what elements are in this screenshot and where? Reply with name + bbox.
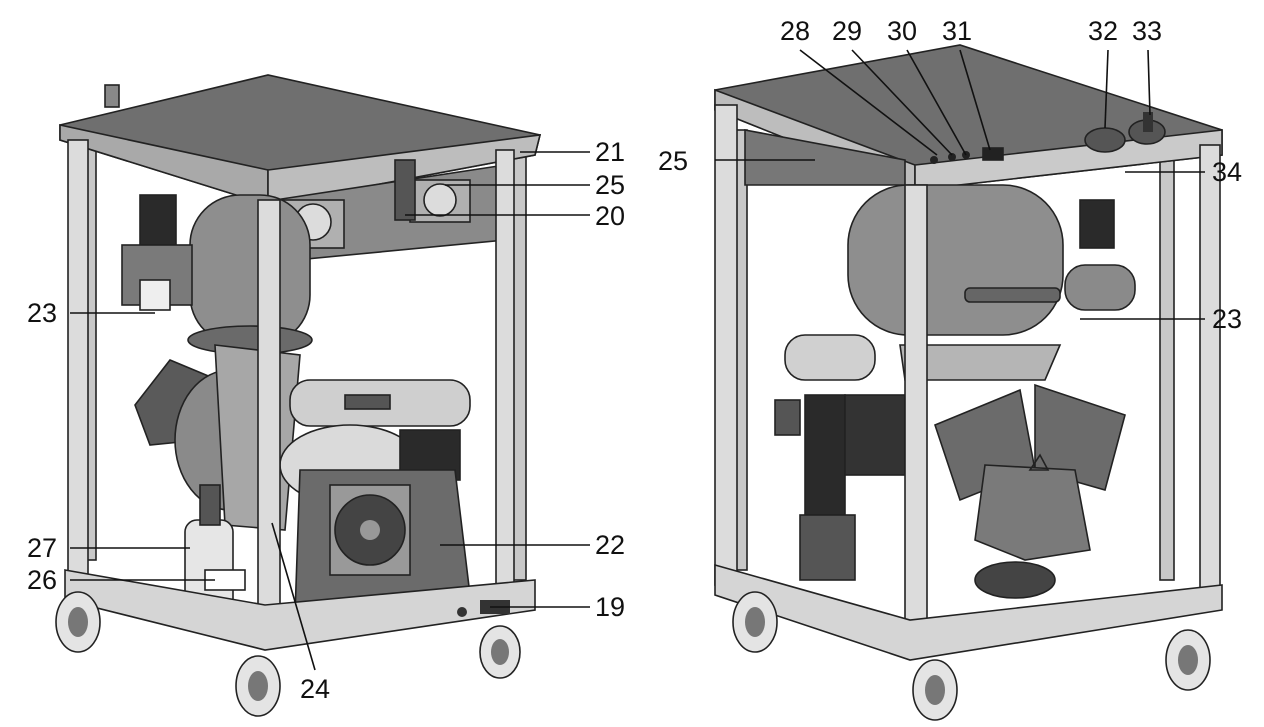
- callout-labels: 21 25 20 23 22 27 26 19 24 28 29 30 31 3…: [27, 16, 1242, 704]
- callout-24: 24: [300, 674, 330, 704]
- callout-33: 33: [1132, 16, 1162, 46]
- callout-27: 27: [27, 533, 57, 563]
- callout-20: 20: [595, 201, 625, 231]
- air-tank-rear: [847, 184, 1064, 336]
- callout-22: 22: [595, 530, 625, 560]
- callout-31: 31: [942, 16, 972, 46]
- callout-26: 26: [27, 565, 57, 595]
- callout-23-left: 23: [27, 298, 57, 328]
- left-unit-view: [55, 74, 542, 717]
- air-tank: [189, 194, 311, 346]
- callout-23-right: 23: [1212, 304, 1242, 334]
- callout-21: 21: [595, 137, 625, 167]
- callout-19: 19: [595, 592, 625, 622]
- right-unit-view: [714, 44, 1223, 721]
- callout-25-right: 25: [658, 146, 688, 176]
- callout-32: 32: [1088, 16, 1118, 46]
- callout-28: 28: [780, 16, 810, 46]
- callout-30: 30: [887, 16, 917, 46]
- leader-lines: [70, 49, 1205, 671]
- callout-25-left: 25: [595, 170, 625, 200]
- callout-34: 34: [1212, 157, 1242, 187]
- callout-29: 29: [832, 16, 862, 46]
- base-frame-rear: [714, 563, 1223, 661]
